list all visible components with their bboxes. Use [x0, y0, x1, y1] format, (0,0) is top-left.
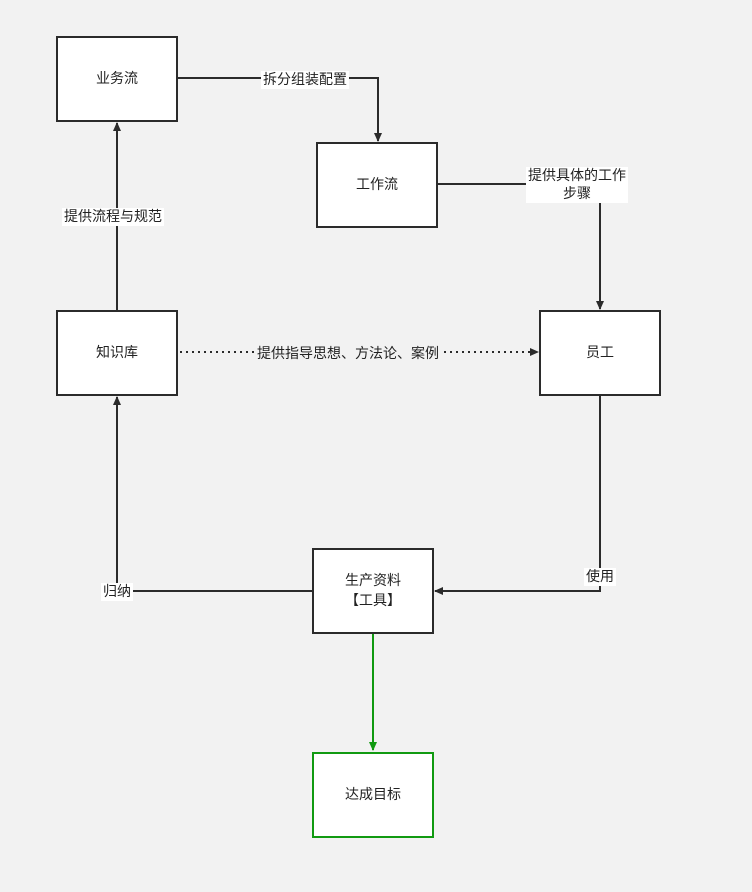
edge-label-summarize: 归纳	[101, 583, 133, 601]
node-workflow[interactable]: 工作流	[316, 142, 438, 228]
edge-material-to-knowledge	[113, 396, 312, 592]
node-production-material[interactable]: 生产资料 【工具】	[312, 548, 434, 634]
node-production-material-label: 生产资料 【工具】	[345, 573, 401, 609]
node-employee-label: 员工	[586, 345, 614, 361]
node-business-flow[interactable]: 业务流	[56, 36, 178, 122]
node-business-flow-label: 业务流	[96, 71, 138, 87]
node-employee[interactable]: 员工	[539, 310, 661, 396]
edge-label-provide-process: 提供流程与规范	[62, 208, 164, 226]
node-knowledge-base[interactable]: 知识库	[56, 310, 178, 396]
edge-label-provide-steps: 提供具体的工作 步骤	[526, 167, 628, 203]
node-knowledge-base-label: 知识库	[96, 345, 138, 361]
edge-label-provide-guidance: 提供指导思想、方法论、案例	[255, 345, 441, 363]
node-workflow-label: 工作流	[356, 177, 398, 193]
node-goal-label: 达成目标	[345, 787, 401, 803]
edge-employee-to-material	[434, 395, 601, 595]
edge-business-to-workflow	[178, 77, 382, 142]
edge-label-use: 使用	[584, 568, 616, 586]
node-goal[interactable]: 达成目标	[312, 752, 434, 838]
edge-label-split-assemble: 拆分组装配置	[261, 71, 349, 89]
